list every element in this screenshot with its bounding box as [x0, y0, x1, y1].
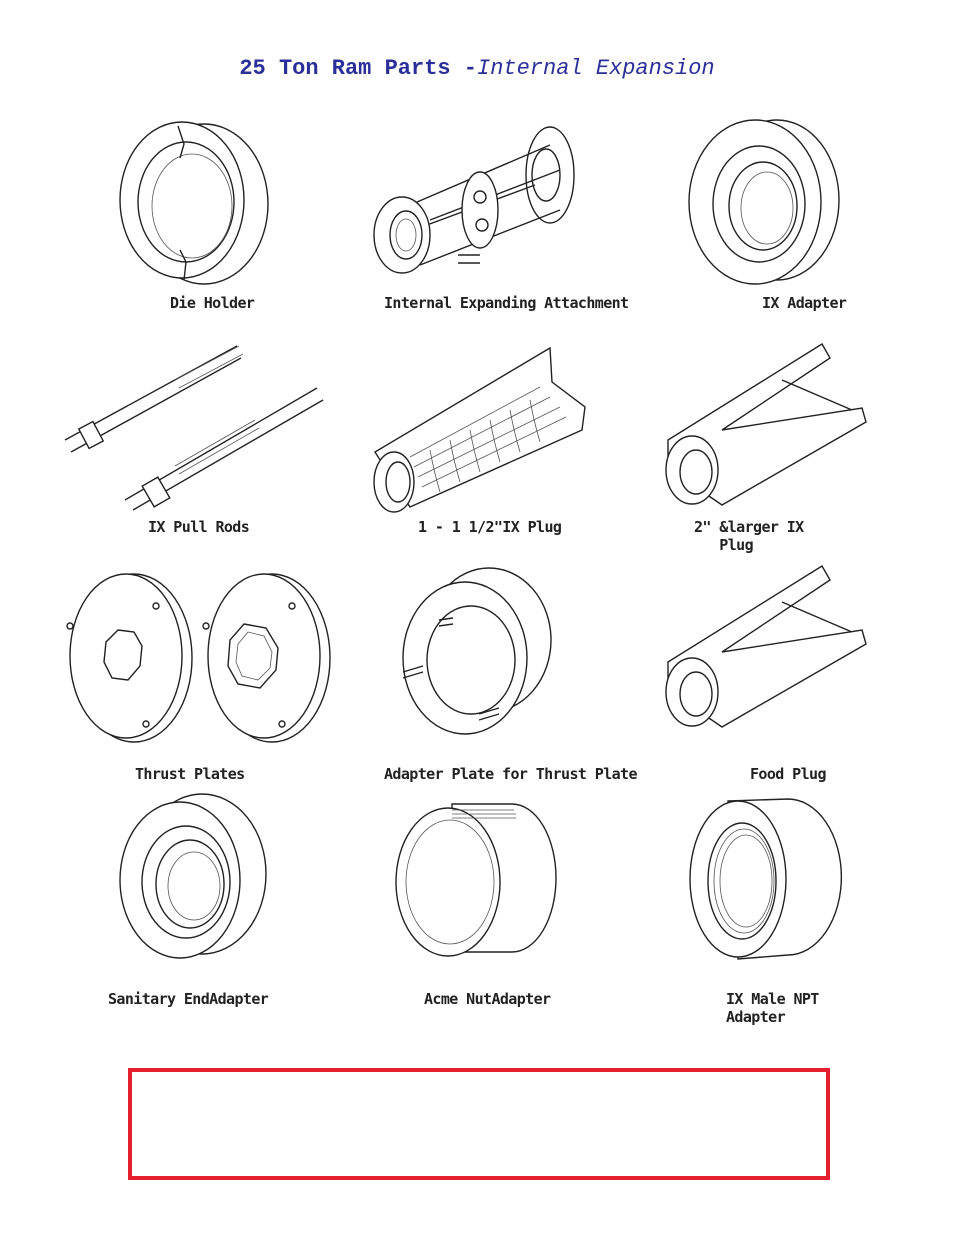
part-label-ix-pull-rods: IX Pull Rods [148, 518, 250, 536]
sanitary-end-adapter-drawing [112, 792, 272, 964]
acme-nut-adapter-drawing [392, 800, 562, 965]
part-label-thrust-plates: Thrust Plates [135, 765, 245, 783]
ix-plug-1-drawing [370, 342, 588, 513]
adapter-plate-drawing [395, 562, 560, 740]
ix-plug-2-larger-drawing [662, 340, 872, 512]
title-italic: Internal Expansion [477, 56, 715, 81]
notice-box [128, 1068, 830, 1180]
part-label-ix-plug-1: 1 - 1 1/2"IX Plug [418, 518, 562, 536]
part-label-internal-expanding-attachment: Internal Expanding Attachment [384, 294, 629, 312]
part-label-die-holder: Die Holder [170, 294, 255, 312]
part-label-food-plug: Food Plug [750, 765, 826, 783]
part-label-ix-plug-2-larger: 2" &larger IX Plug [694, 518, 804, 554]
part-label-ix-adapter: IX Adapter [762, 294, 847, 312]
ix-male-npt-adapter-drawing [688, 795, 848, 965]
part-label-ix-male-npt-adapter: IX Male NPT Adapter [726, 990, 819, 1026]
internal-expanding-attachment-drawing [370, 115, 585, 295]
food-plug-drawing [662, 562, 872, 734]
ix-pull-rods-drawing [55, 340, 325, 511]
part-label-acme-nut-adapter: Acme NutAdapter [424, 990, 551, 1008]
page-title: 25 Ton Ram Parts -Internal Expansion [0, 56, 954, 81]
part-label-sanitary-end-adapter: Sanitary EndAdapter [108, 990, 269, 1008]
die-holder-drawing [112, 121, 272, 292]
ix-adapter-drawing [685, 118, 845, 293]
thrust-plates-drawing [60, 566, 331, 746]
title-bold: 25 Ton Ram Parts - [239, 56, 477, 81]
part-label-adapter-plate: Adapter Plate for Thrust Plate [384, 765, 638, 783]
